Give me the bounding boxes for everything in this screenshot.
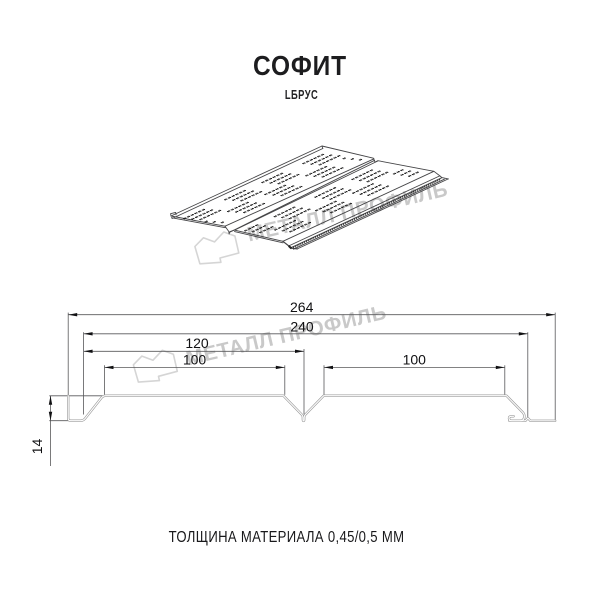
profile-outline bbox=[67, 394, 557, 423]
brand-watermark-text: МЕТАЛЛ ПРОФИЛЬ bbox=[184, 301, 389, 371]
perforation-holes bbox=[183, 153, 419, 234]
dim-left-face: 100 bbox=[183, 351, 207, 367]
dimension-labels: 264 240 120 100 100 14 bbox=[29, 299, 426, 454]
page-title: СОФИТ bbox=[252, 50, 348, 81]
dim-height: 14 bbox=[29, 439, 45, 455]
page-subtitle: LБРУС bbox=[284, 86, 319, 102]
dim-working-width: 240 bbox=[290, 318, 314, 334]
nail-strip-slots bbox=[292, 178, 441, 249]
dim-right-face: 100 bbox=[403, 351, 427, 367]
brand-logo-watermark bbox=[194, 231, 240, 265]
dimension-lines bbox=[48, 313, 556, 421]
panel-outline-lines bbox=[170, 145, 449, 250]
brand-logo-watermark bbox=[132, 349, 179, 383]
dim-half-width: 120 bbox=[185, 335, 209, 351]
material-thickness-note: ТОЛЩИНА МАТЕРИАЛА 0,45/0,5 ММ bbox=[168, 529, 405, 546]
dim-overall-width: 264 bbox=[290, 299, 314, 315]
cross-section-view bbox=[48, 312, 557, 466]
panel-3d-view bbox=[170, 145, 449, 250]
